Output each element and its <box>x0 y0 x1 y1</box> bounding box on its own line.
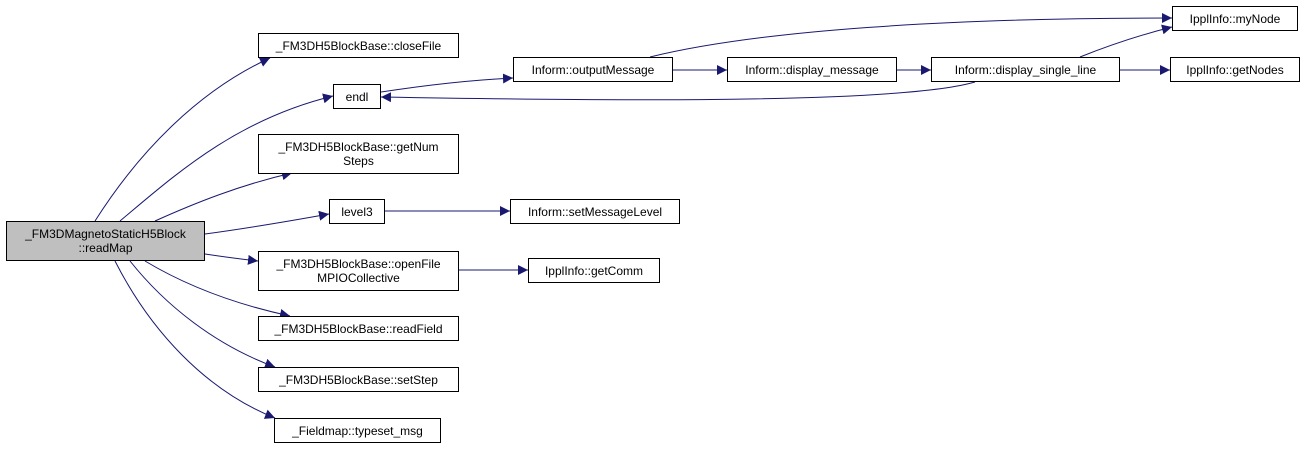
node-closefile[interactable]: _FM3DH5BlockBase::closeFile <box>258 33 459 58</box>
node-label-line: _FM3DH5BlockBase::openFile <box>276 257 441 271</box>
node-level3[interactable]: level3 <box>329 199 385 224</box>
edge-root-to-level3 <box>204 210 330 235</box>
node-label-line: Inform::setMessageLevel <box>527 204 663 219</box>
edge-outputMessage-to-myNode <box>649 13 1173 58</box>
node-label-line: Inform::outputMessage <box>531 62 655 77</box>
node-readfield[interactable]: _FM3DH5BlockBase::readField <box>258 316 459 341</box>
edge-root-to-setStep <box>129 260 276 369</box>
edge-root-to-getNumSteps <box>154 170 293 222</box>
node-label-line: MPIOCollective <box>317 271 400 285</box>
edge-root-to-closeFile <box>94 57 271 222</box>
node-inform-display-single-line[interactable]: Inform::display_single_line <box>931 57 1120 82</box>
node-inform-outputmessage[interactable]: Inform::outputMessage <box>513 57 673 82</box>
node-openfile-mpiocollective[interactable]: _FM3DH5BlockBase::openFile MPIOCollectiv… <box>258 251 459 291</box>
edge-displaySingleLine-to-myNode <box>1079 24 1173 58</box>
node-label-line: Inform::display_single_line <box>954 62 1097 77</box>
node-ipplinfo-mynode[interactable]: IpplInfo::myNode <box>1172 6 1298 31</box>
node-label-line: IpplInfo::myNode <box>1189 11 1281 26</box>
node-label-line: _FM3DMagnetoStaticH5Block <box>25 227 186 241</box>
node-root-fm3dmagnetostatich5block-readmap: _FM3DMagnetoStaticH5Block ::readMap <box>6 221 205 261</box>
node-label-line: Steps <box>343 154 374 168</box>
node-ipplinfo-getnodes[interactable]: IpplInfo::getNodes <box>1170 57 1300 82</box>
node-label-line: Inform::display_message <box>745 62 879 77</box>
node-label-line: _FM3DH5BlockBase::getNum <box>278 140 439 154</box>
node-label-line: IpplInfo::getNodes <box>1186 62 1284 77</box>
edge-root-to-openFile <box>204 253 259 265</box>
node-endl[interactable]: endl <box>333 84 381 109</box>
edge-displaySingleLine-to-endl <box>380 81 976 103</box>
node-ipplinfo-getcomm[interactable]: IpplInfo::getComm <box>528 258 660 283</box>
node-label-line: _FM3DH5BlockBase::setStep <box>279 372 438 387</box>
node-label-line: IpplInfo::getComm <box>544 263 644 278</box>
node-typeset-msg[interactable]: _Fieldmap::typeset_msg <box>274 418 441 443</box>
edge-endl-to-outputMessage <box>380 73 514 93</box>
node-label-line: _FM3DH5BlockBase::readField <box>274 321 443 336</box>
node-label-line: level3 <box>341 204 373 219</box>
edge-root-to-readField <box>144 260 291 319</box>
node-inform-display-message[interactable]: Inform::display_message <box>727 57 897 82</box>
node-label-line: endl <box>345 89 369 104</box>
node-label-line: ::readMap <box>78 241 133 255</box>
node-label-line: _Fieldmap::typeset_msg <box>292 423 423 438</box>
node-setstep[interactable]: _FM3DH5BlockBase::setStep <box>258 367 459 392</box>
edge-root-to-typeset <box>114 260 276 419</box>
node-inform-setmessagelevel[interactable]: Inform::setMessageLevel <box>510 199 680 224</box>
node-getnumsteps[interactable]: _FM3DH5BlockBase::getNum Steps <box>258 134 459 174</box>
node-label-line: _FM3DH5BlockBase::closeFile <box>275 38 442 53</box>
edge-root-to-endl <box>119 93 334 222</box>
